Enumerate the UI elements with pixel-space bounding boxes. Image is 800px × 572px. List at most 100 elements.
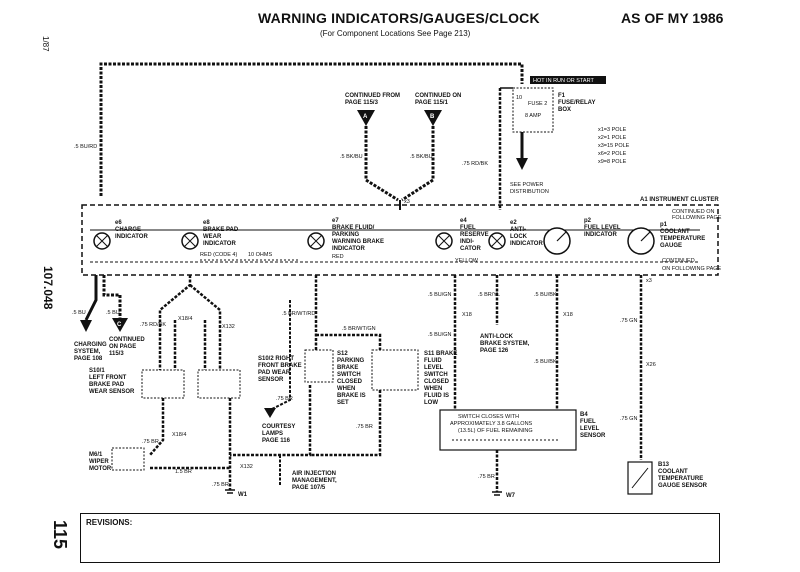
svg-text:SENSOR: SENSOR xyxy=(580,433,606,439)
letter-a: A xyxy=(363,114,368,120)
svg-text:.75 RD/BK: .75 RD/BK xyxy=(140,322,166,328)
svg-text:B4: B4 xyxy=(580,412,588,418)
cont-from-2: PAGE 115/3 xyxy=(345,100,379,106)
svg-text:SYSTEM,: SYSTEM, xyxy=(74,349,101,355)
cont-on-2: PAGE 115/1 xyxy=(415,100,449,106)
svg-text:.5 BU: .5 BU xyxy=(72,310,86,316)
svg-text:(13.5L) OF FUEL REMAINING: (13.5L) OF FUEL REMAINING xyxy=(458,428,533,434)
svg-text:e7: e7 xyxy=(332,218,339,224)
svg-text:RESERVE: RESERVE xyxy=(460,232,489,238)
svg-text:CHARGE: CHARGE xyxy=(115,227,141,233)
svg-text:X132: X132 xyxy=(222,324,235,330)
svg-text:.75 BR: .75 BR xyxy=(478,474,495,480)
pole-4: x6=2 POLE xyxy=(598,151,627,157)
svg-text:e8: e8 xyxy=(203,220,210,226)
svg-text:115/3: 115/3 xyxy=(109,351,124,357)
power-arrow: SEE POWER DISTRIBUTION xyxy=(510,132,549,195)
pole-key: x1=3 POLE x2=1 POLE x3=15 POLE x6=2 POLE… xyxy=(598,127,630,165)
svg-text:BRAKE PAD: BRAKE PAD xyxy=(89,382,125,388)
svg-text:p2: p2 xyxy=(584,218,592,224)
lower-left-wires xyxy=(149,398,232,490)
svg-text:COURTESY: COURTESY xyxy=(262,424,295,430)
svg-text:GAUGE SENSOR: GAUGE SENSOR xyxy=(658,483,708,489)
svg-text:.75 GN: .75 GN xyxy=(620,318,637,324)
svg-text:SWITCH: SWITCH xyxy=(424,372,448,378)
svg-text:ANTI-LOCK: ANTI-LOCK xyxy=(480,334,514,340)
svg-text:x3: x3 xyxy=(646,278,652,284)
cluster-cont-top-1: CONTINUED ON xyxy=(672,209,715,215)
page-subtitle: (For Component Locations See Page 213) xyxy=(320,29,471,38)
svg-text:PAGE 108: PAGE 108 xyxy=(74,356,103,362)
antilock-indicator-lamp: e2 ANTI- LOCK INDICATOR xyxy=(488,220,543,250)
svg-text:X18/4: X18/4 xyxy=(172,432,186,438)
svg-text:LEFT FRONT: LEFT FRONT xyxy=(89,375,127,381)
svg-text:e2: e2 xyxy=(510,220,517,226)
svg-text:TEMPERATURE: TEMPERATURE xyxy=(660,236,705,242)
brake-pad-wear-indicator-lamp: e8 BRAKE PAD WEAR INDICATOR RED (CODE 4) xyxy=(181,220,239,258)
svg-text:X132: X132 xyxy=(240,464,253,470)
svg-text:GAUGE: GAUGE xyxy=(660,243,682,249)
cont-on-1: CONTINUED ON xyxy=(415,93,461,99)
svg-text:RED (CODE 4): RED (CODE 4) xyxy=(200,252,237,258)
fuse-name: FUSE 2 xyxy=(528,101,547,107)
fuel-level-sensor: SWITCH CLOSES WITH APPROXIMATELY 3.8 GAL… xyxy=(439,409,606,451)
cont-from-1: CONTINUED FROM xyxy=(345,93,400,99)
svg-text:PAGE 126: PAGE 126 xyxy=(480,348,509,354)
svg-text:FLUID: FLUID xyxy=(424,358,442,364)
svg-text:BRAKE: BRAKE xyxy=(337,365,358,371)
svg-text:INDI-: INDI- xyxy=(460,239,474,245)
svg-text:FUEL: FUEL xyxy=(580,419,596,425)
svg-text:X18: X18 xyxy=(563,312,573,318)
svg-text:PARKING: PARKING xyxy=(332,232,360,238)
see-power-1: SEE POWER xyxy=(510,182,543,188)
fuel-level-gauge: p2 FUEL LEVEL INDICATOR xyxy=(543,218,621,255)
ground-w1: W1 xyxy=(225,489,248,498)
svg-text:.5 BU: .5 BU xyxy=(106,310,120,316)
fuel-wires xyxy=(453,275,559,492)
cluster-cont-top-2: FOLLOWING PAGE xyxy=(672,215,722,221)
charging-branch: C .5 BU .5 BU CHARGING SYSTEM, PAGE 108 … xyxy=(72,275,145,362)
see-power-2: DISTRIBUTION xyxy=(510,189,549,195)
svg-text:.5 BU/GN: .5 BU/GN xyxy=(428,332,452,338)
cluster-cont-bot-2: ON FOLLOWING PAGE xyxy=(662,266,722,272)
letter-b: B xyxy=(430,114,435,120)
svg-text:.75 BR: .75 BR xyxy=(212,482,229,488)
air-injection-note: AIR INJECTION MANAGEMENT, PAGE 107/5 xyxy=(279,455,337,491)
fuel-reserve-indicator-lamp: e4 FUEL RESERVE INDI- CATOR YELLOW xyxy=(435,218,489,264)
svg-text:BRAKE PAD: BRAKE PAD xyxy=(203,227,239,233)
svg-text:W1: W1 xyxy=(238,492,248,498)
svg-text:INDICATOR: INDICATOR xyxy=(584,232,617,238)
cluster-label: A1 INSTRUMENT CLUSTER xyxy=(640,197,719,203)
coolant-temp-sensor: B13 COOLANT TEMPERATURE GAUGE SENSOR xyxy=(627,461,708,495)
svg-text:LEVEL: LEVEL xyxy=(424,365,444,371)
svg-text:W7: W7 xyxy=(506,493,516,499)
svg-text:X18/4: X18/4 xyxy=(178,316,192,322)
pole-2: x2=1 POLE xyxy=(598,135,627,141)
main-power-wire xyxy=(99,62,524,196)
svg-text:INDICATOR: INDICATOR xyxy=(203,241,236,247)
svg-text:WEAR: WEAR xyxy=(203,234,222,240)
svg-text:BRAKE IS: BRAKE IS xyxy=(337,393,366,399)
svg-text:CLOSED: CLOSED xyxy=(424,379,450,385)
svg-text:WHEN: WHEN xyxy=(424,386,442,392)
svg-text:.75 BR: .75 BR xyxy=(276,396,293,402)
wire-buRd: .5 BU/RD xyxy=(74,144,97,150)
continued-from-a: CONTINUED FROM PAGE 115/3 A xyxy=(345,93,400,202)
continued-on-b: CONTINUED ON PAGE 115/1 B xyxy=(401,93,461,202)
svg-text:LEVEL: LEVEL xyxy=(580,426,600,432)
svg-text:ON PAGE: ON PAGE xyxy=(109,344,136,350)
svg-text:.75 GN: .75 GN xyxy=(620,416,637,422)
svg-text:S10/1: S10/1 xyxy=(89,368,105,374)
svg-text:WARNING BRAKE: WARNING BRAKE xyxy=(332,239,384,245)
svg-text:S11 BRAKE: S11 BRAKE xyxy=(424,351,457,357)
svg-text:SWITCH CLOSES WITH: SWITCH CLOSES WITH xyxy=(458,414,519,420)
svg-text:SWITCH: SWITCH xyxy=(337,372,361,378)
svg-text:LAMPS: LAMPS xyxy=(262,431,283,437)
svg-text:X26: X26 xyxy=(646,362,656,368)
svg-text:COOLANT: COOLANT xyxy=(658,469,688,475)
svg-text:S10/2 RIGHT: S10/2 RIGHT xyxy=(258,356,294,362)
svg-text:e6: e6 xyxy=(115,220,122,226)
svg-text:.5 BU/BK: .5 BU/BK xyxy=(534,292,557,298)
model-year: AS OF MY 1986 xyxy=(621,10,724,26)
